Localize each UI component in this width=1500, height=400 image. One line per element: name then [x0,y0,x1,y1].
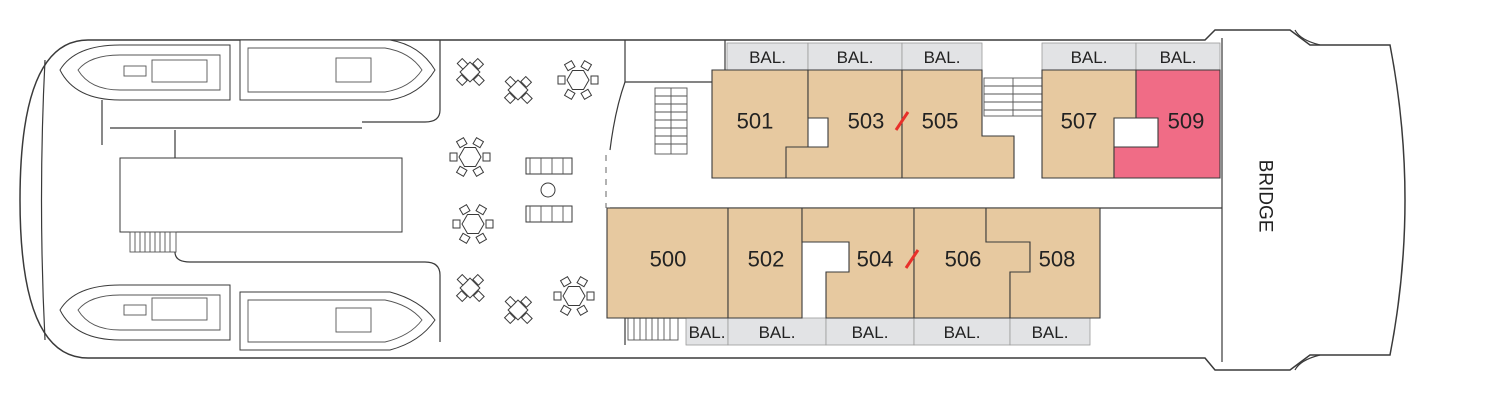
cabin-number: 504 [857,247,894,272]
cabins: 501 503 505 507 509 500 502 504 506 508 [606,69,1221,319]
cabin-503[interactable]: 503 [785,69,903,179]
balcony [913,317,1011,346]
cabin-number: 505 [922,109,959,134]
table-round [452,203,494,245]
balcony [726,42,809,71]
cabin-area[interactable] [985,207,1101,319]
cabin-506[interactable]: 506 [913,207,1031,319]
table-round [449,136,491,178]
balcony [727,317,827,346]
cabin-number: 503 [848,109,885,134]
balconies: BAL. BAL. BAL. BAL. BAL. BAL. BAL. BAL. BAL. BAL. [685,42,1221,346]
balcony-label: BAL. [689,323,726,342]
connecting-door-markers [894,111,920,269]
balcony-label: BAL. [749,48,786,67]
cabin-area[interactable] [727,207,803,319]
cabin-number: 501 [737,109,774,134]
cabin-number: 506 [945,247,982,272]
cabin-number: 508 [1039,247,1076,272]
balcony-label: BAL. [837,48,874,67]
table-square [455,273,485,303]
balcony-label: BAL. [1032,323,1069,342]
lifeboat-bottom [59,284,436,351]
cabin-area[interactable] [1113,69,1221,179]
table-square [503,295,533,325]
cabin-509[interactable]: 509 [1113,69,1221,179]
balcony-label: BAL. [1071,48,1108,67]
connecting-door-marker [904,249,920,269]
cabin-number: 500 [650,247,687,272]
bridge-label: BRIDGE [1255,160,1276,233]
connecting-door-marker [894,111,910,131]
cabin-507[interactable]: 507 [1041,69,1137,179]
cabin-508[interactable]: 508 [985,207,1101,319]
cabin-number: 509 [1168,109,1205,134]
table-round [557,59,599,101]
balcony-label: BAL. [924,48,961,67]
balcony [685,317,729,346]
aft-structure [119,40,441,342]
cabin-number: 507 [1061,109,1098,134]
balcony-label: BAL. [944,323,981,342]
lounge-seating [525,155,607,223]
table-square [503,75,533,105]
bridge: BRIDGE [1221,29,1321,371]
cabin-number: 502 [748,247,785,272]
outdoor-seating [449,57,607,325]
table-round [553,275,595,317]
lifeboat-top [59,39,436,145]
balcony [901,42,983,71]
balcony-label: BAL. [852,323,889,342]
balcony-label: BAL. [759,323,796,342]
balcony [1041,42,1137,71]
table-square [455,57,485,87]
cabin-505[interactable]: 505 [901,69,1015,179]
balcony [1009,317,1091,346]
balcony [825,317,915,346]
cabin-502[interactable]: 502 [727,207,803,319]
balcony [1135,42,1221,71]
cabin-area[interactable] [901,69,1015,179]
cabin-500[interactable]: 500 [606,207,729,319]
cabin-501[interactable]: 501 [711,69,809,179]
balcony-label: BAL. [1160,48,1197,67]
